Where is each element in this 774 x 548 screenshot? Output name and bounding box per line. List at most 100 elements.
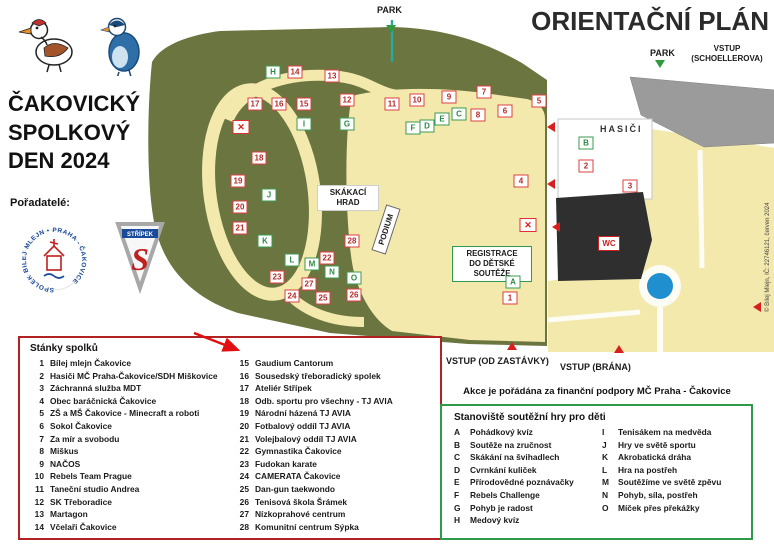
stand-item-1: 1 Bílej mlejn Čakovice	[30, 357, 235, 370]
stand-item-label: Dan-gun taekwondo	[255, 483, 336, 494]
stand-item-label: Martagon	[50, 509, 88, 520]
game-item-key: H	[454, 515, 461, 526]
stand-item-label: NAČOS	[50, 458, 81, 469]
stand-item-label: SK Třeboradice	[50, 496, 112, 507]
stand-item-label: Fotbalový oddíl TJ AVIA	[255, 420, 351, 431]
stand-item-label: Záchranná služba MDT	[50, 383, 142, 394]
game-item-label: Rebels Challenge	[470, 489, 540, 500]
game-item-b: B Soutěže na zručnost	[454, 439, 602, 452]
stand-item-label: Za mír a svobodu	[50, 433, 120, 444]
event-title: ČAKOVICKÝ SPOLKOVÝ DEN 2024	[8, 90, 140, 176]
game-item-label: Akrobatická dráha	[618, 452, 692, 463]
stand-item-key: 8	[39, 446, 44, 457]
stripek-logo-icon: STŘÍPEK S	[115, 222, 165, 295]
label-bouncy-castle: SKÁKACÍ HRAD	[317, 185, 379, 211]
stand-item-label: Ateliér Střípek	[255, 383, 312, 394]
stand-item-label: ZŠ a MŠ Čakovice - Minecraft a roboti	[50, 408, 200, 419]
stand-item-key: 19	[239, 408, 249, 419]
stands-list-title: Stánky spolků	[30, 343, 98, 354]
stand-item-label: Bílej mlejn Čakovice	[50, 358, 131, 368]
stand-item-key: 4	[39, 395, 44, 406]
svg-text:STŘÍPEK: STŘÍPEK	[127, 230, 154, 238]
stand-item-16: 16 Sousedský třeboradický spolek	[235, 370, 440, 383]
game-item-label: Hry ve světě sportu	[618, 439, 696, 450]
game-item-label: Medový kvíz	[470, 515, 520, 526]
game-item-g: G Pohyb je radost	[454, 502, 602, 515]
stand-item-label: Volejbalový oddíl TJ AVIA	[255, 433, 357, 444]
game-item-label: Cvrnkání kuliček	[470, 464, 537, 475]
stand-item-label: Tenisová škola Šrámek	[255, 496, 348, 507]
game-item-key: F	[454, 489, 460, 500]
stand-item-label: Odb. sportu pro všechny - TJ AVIA	[255, 395, 393, 406]
stand-item-label: CAMERATA Čakovice	[255, 471, 341, 482]
central-plaza-path	[346, 88, 545, 342]
game-item-key: J	[602, 439, 607, 450]
game-item-key: K	[602, 452, 609, 463]
game-item-label: Hra na postřeh	[618, 464, 678, 475]
gray-parking-area	[629, 76, 774, 148]
page-title: ORIENTAČNÍ PLÁN	[531, 6, 769, 36]
game-item-key: G	[454, 502, 461, 513]
stand-item-key: 12	[34, 496, 44, 507]
event-title-line3: DEN 2024	[8, 148, 110, 174]
stand-item-label: Gaudium Cantorum	[255, 358, 334, 368]
stand-item-label: Sokol Čakovice	[50, 420, 112, 431]
game-item-key: N	[602, 489, 609, 500]
stand-item-key: 1	[39, 358, 44, 368]
games-list-title: Stanoviště soutěžní hry pro děti	[454, 412, 606, 423]
stand-item-label: Rebels Team Prague	[50, 471, 132, 482]
label-fire-station: HASIČI	[600, 124, 643, 134]
game-item-key: A	[454, 427, 461, 437]
stand-item-key: 14	[34, 521, 44, 532]
stand-item-key: 27	[239, 509, 249, 520]
stand-item-key: 15	[239, 358, 249, 368]
stand-item-key: 2	[39, 370, 44, 381]
game-item-label: Přírodovědné poznávačky	[470, 477, 574, 488]
game-item-k: K Akrobatická dráha	[602, 451, 750, 464]
fountain	[647, 273, 673, 299]
stand-item-label: Komunitní centrum Sýpka	[255, 521, 359, 532]
label-wc: WC	[598, 236, 620, 251]
game-item-label: Pohyb je radost	[470, 502, 533, 513]
game-item-label: Tenisákem na medvěda	[618, 427, 712, 437]
stand-item-label: Nízkoprahové centrum	[255, 509, 346, 520]
stand-item-key: 11	[35, 483, 44, 494]
stand-item-key: 16	[239, 370, 249, 381]
game-item-h: H Medový kvíz	[454, 514, 602, 527]
highlight-arrow-icon	[193, 331, 241, 352]
game-item-f: F Rebels Challenge	[454, 489, 602, 502]
funding-note: Akce je pořádána za finanční podpory MČ …	[463, 386, 731, 397]
label-entrance-schoellerova: VSTUP (SCHOELLEROVA)	[691, 44, 763, 64]
game-item-key: B	[454, 439, 461, 450]
stand-item-key: 18	[239, 395, 249, 406]
game-item-label: Soutěže na zručnost	[470, 439, 552, 450]
stands-column-2: 15 Gaudium Cantorum 16 Sousedský třeboradic…	[235, 357, 440, 533]
game-item-label: Pohyb, síla, postřeh	[618, 489, 698, 500]
organizers-label: Pořadatelé:	[10, 197, 70, 209]
stand-item-label: Sousedský třeboradický spolek	[255, 370, 381, 381]
game-item-key: O	[602, 502, 609, 513]
stand-item-key: 20	[239, 420, 249, 431]
stand-item-label: Fudokan karate	[255, 458, 317, 469]
